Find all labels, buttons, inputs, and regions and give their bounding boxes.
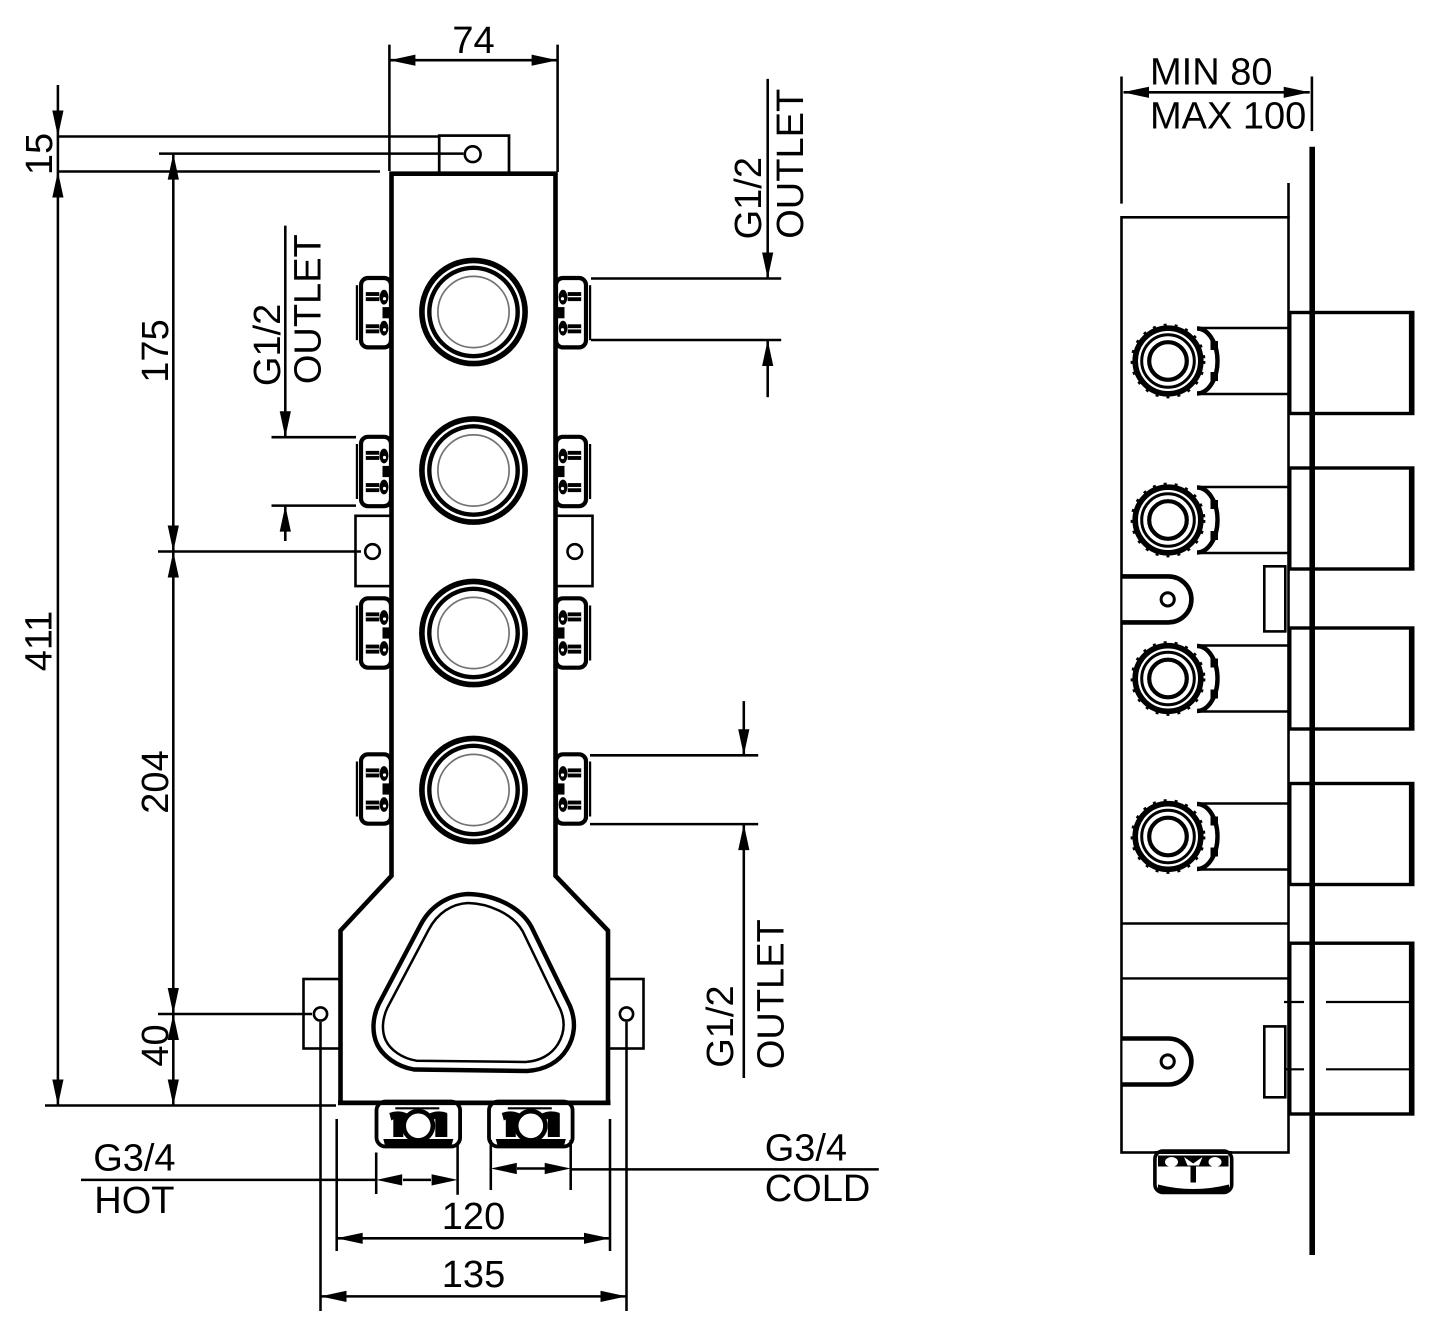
svg-text:135: 135: [442, 1254, 505, 1296]
svg-text:40: 40: [135, 1024, 177, 1066]
svg-text:OUTLET: OUTLET: [770, 89, 812, 239]
svg-text:HOT: HOT: [94, 1180, 174, 1222]
svg-text:175: 175: [135, 319, 177, 382]
svg-text:MIN 80: MIN 80: [1150, 52, 1272, 94]
svg-text:204: 204: [135, 750, 177, 813]
svg-text:OUTLET: OUTLET: [287, 234, 329, 384]
svg-text:15: 15: [19, 133, 61, 175]
svg-text:G3/4: G3/4: [93, 1138, 175, 1180]
svg-text:OUTLET: OUTLET: [750, 919, 792, 1069]
svg-text:COLD: COLD: [765, 1168, 871, 1210]
svg-text:G1/2: G1/2: [728, 157, 770, 239]
svg-text:411: 411: [19, 611, 61, 672]
svg-text:G1/2: G1/2: [247, 304, 289, 386]
svg-text:G1/2: G1/2: [700, 985, 742, 1067]
svg-text:120: 120: [442, 1196, 505, 1238]
svg-text:G3/4: G3/4: [765, 1128, 847, 1170]
svg-text:MAX 100: MAX 100: [1150, 95, 1306, 137]
svg-text:74: 74: [452, 20, 494, 62]
